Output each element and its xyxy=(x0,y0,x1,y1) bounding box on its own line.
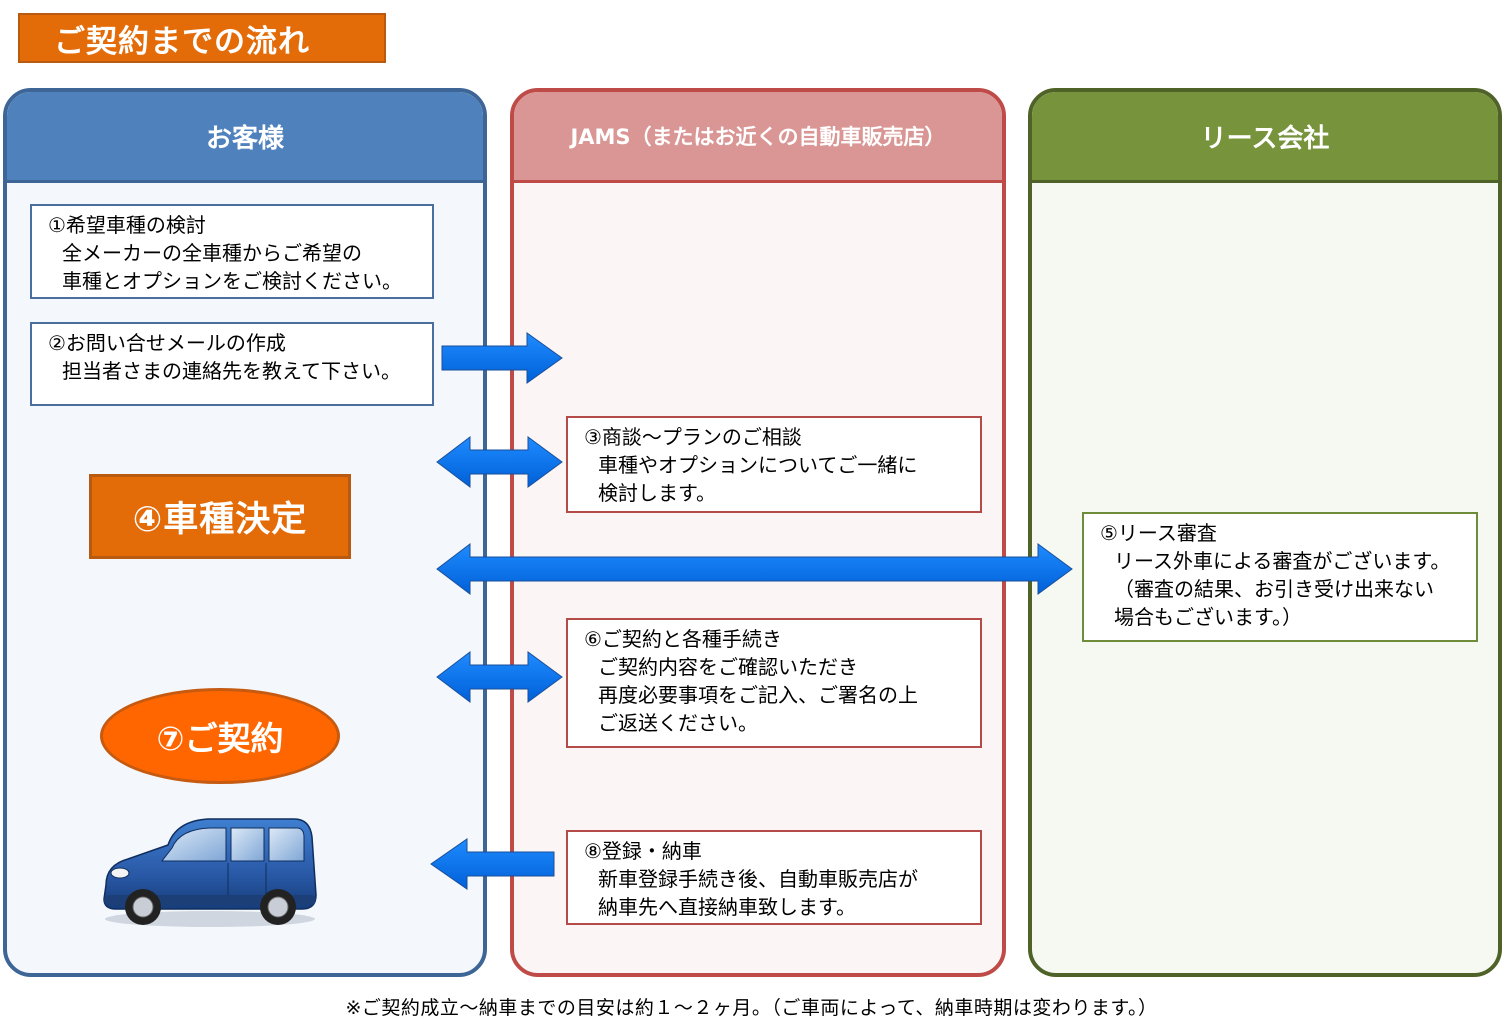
step-3-line-1: 車種やオプションについてご一緒に xyxy=(598,453,918,477)
step-3-box: ③商談～プランのご相談 車種やオプションについてご一緒に 検討します。 xyxy=(566,416,982,513)
step-2-heading: ②お問い合せメールの作成 xyxy=(48,331,286,355)
step-6-line-2: 再度必要事項をご記入、ご署名の上 xyxy=(598,683,918,707)
step-1-box: ①希望車種の検討 全メーカーの全車種からご希望の 車種とオプションをご検討くださ… xyxy=(30,204,434,299)
step-8-box: ⑧登録・納車 新車登録手続き後、自動車販売店が 納車先へ直接納車致します。 xyxy=(566,830,982,925)
step-6-line-1: ご契約内容をご確認いただき xyxy=(598,655,858,679)
car-icon xyxy=(103,818,317,927)
step-5-heading: ⑤リース審査 xyxy=(1100,521,1217,545)
footnote: ※ご契約成立～納車までの目安は約１～２ヶ月。（ご車両によって、納車時期は変わりま… xyxy=(345,997,1158,1019)
step-6-heading: ⑥ご契約と各種手続き xyxy=(584,627,782,651)
step-3-line-2: 検討します。 xyxy=(598,481,716,505)
lane-jams: JAMS（またはお近くの自動車販売店） xyxy=(510,88,1006,977)
step-6-line-3: ご返送ください。 xyxy=(598,711,758,735)
step-2-box: ②お問い合せメールの作成 担当者さまの連絡先を教えて下さい。 xyxy=(30,322,434,406)
step-1-heading: ①希望車種の検討 xyxy=(48,213,206,237)
step-5-line-1: リース外車による審査がございます。 xyxy=(1114,549,1451,573)
step-8-heading: ⑧登録・納車 xyxy=(584,839,702,863)
step-3-heading: ③商談～プランのご相談 xyxy=(584,425,802,449)
lane-customer-header: お客様 xyxy=(7,92,483,183)
lane-jams-header: JAMS（またはお近くの自動車販売店） xyxy=(514,92,1002,183)
step-2-line-1: 担当者さまの連絡先を教えて下さい。 xyxy=(62,359,401,383)
step-5-box: ⑤リース審査 リース外車による審査がございます。 （審査の結果、お引き受け出来な… xyxy=(1082,512,1478,642)
step-6-box: ⑥ご契約と各種手続き ご契約内容をご確認いただき 再度必要事項をご記入、ご署名の… xyxy=(566,618,982,748)
page-title: ご契約までの流れ xyxy=(18,13,386,63)
step-8-line-2: 納車先へ直接納車致します。 xyxy=(598,895,856,919)
step-8-line-1: 新車登録手続き後、自動車販売店が xyxy=(598,867,918,891)
step-7-contract: ⑦ご契約 xyxy=(100,688,340,784)
step-5-line-3: 場合もございます。） xyxy=(1114,605,1302,629)
arrow-left-step-8 xyxy=(430,838,555,890)
arrow-double-step-3 xyxy=(436,435,563,489)
arrow-double-step-5 xyxy=(436,542,1073,596)
step-4-decision: ④車種決定 xyxy=(89,474,351,559)
step-1-line-2: 車種とオプションをご検討ください。 xyxy=(62,269,402,293)
arrow-right-step-2 xyxy=(441,332,563,384)
step-5-line-2: （審査の結果、お引き受け出来ない xyxy=(1114,577,1434,601)
step-1-line-1: 全メーカーの全車種からご希望の xyxy=(62,241,362,265)
arrow-double-step-6 xyxy=(436,650,563,704)
lane-lease-header: リース会社 xyxy=(1032,92,1498,183)
